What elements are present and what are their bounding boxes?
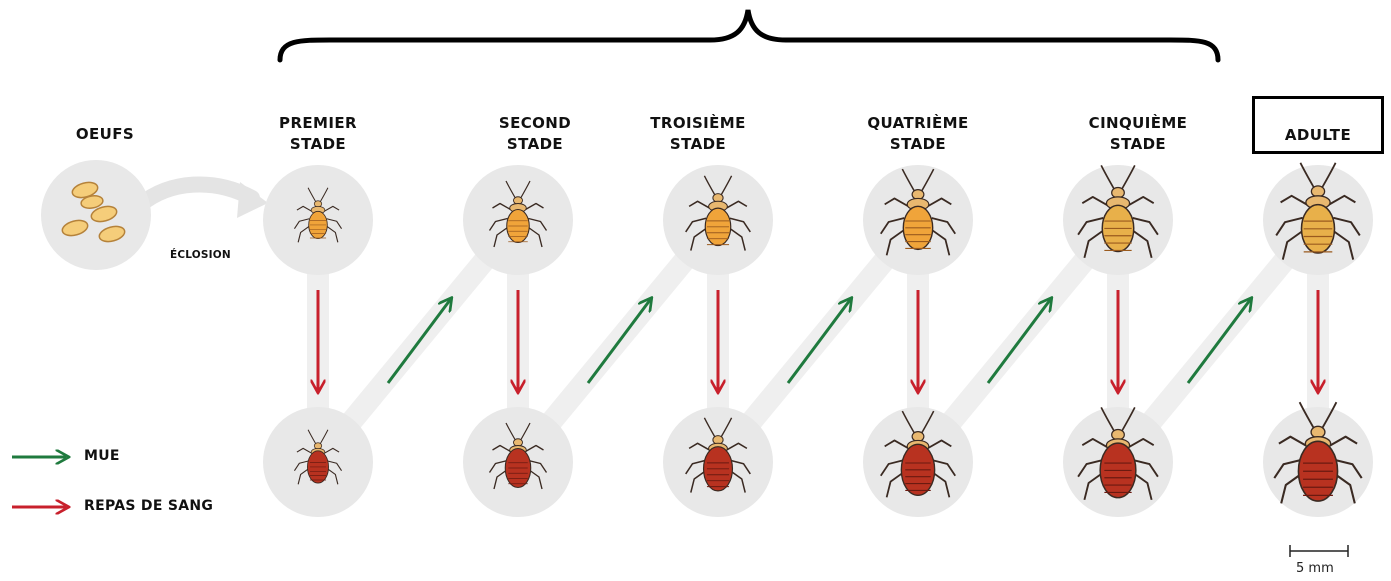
label-adult-text: ADULTE [1284, 126, 1352, 144]
molt-arrow [1186, 300, 1250, 384]
bed-bug-icon [488, 180, 548, 248]
label-stage-1-line1: PREMIER [279, 114, 357, 132]
label-stage-2: SECOND STADE [485, 113, 585, 155]
label-eggs: OEUFS [70, 124, 140, 145]
label-stage-2-line1: SECOND [498, 114, 572, 132]
legend-blood-meal-label: REPAS DE SANG [84, 498, 214, 514]
molt-arrow [386, 300, 450, 384]
fed-bed-bug-icon [1077, 407, 1159, 501]
bracket [277, 9, 1221, 63]
legend-molt-label: MUE [84, 448, 120, 464]
label-stage-4: QUATRIÈME STADE [853, 113, 983, 155]
adult-highlight-box [1252, 96, 1384, 154]
molt-arrow [586, 300, 650, 384]
molt-arrow [786, 300, 850, 384]
scale-bar-label: 5 mm [1296, 561, 1334, 576]
fed-bed-bug-icon [293, 429, 343, 485]
bed-bug-icon [685, 175, 751, 251]
transition-arrows [318, 290, 1318, 390]
fed-bed-bug-icon [880, 410, 956, 498]
label-stage-1: PREMIER STADE [268, 113, 368, 155]
hatching-arrow [132, 176, 268, 218]
label-stage-4-line2: STADE [889, 135, 947, 153]
fed-bed-bug-icon [488, 422, 548, 490]
label-eggs-text: OEUFS [75, 125, 135, 143]
bed-bug-icon [293, 187, 343, 243]
bed-bug-illustrations [293, 162, 1363, 504]
hatching-label: ÉCLOSION [170, 249, 231, 261]
label-adult: ADULTE [1260, 125, 1376, 146]
label-stage-5-line1: CINQUIÈME [1088, 114, 1188, 132]
label-stage-3: TROISIÈME STADE [638, 113, 758, 155]
label-stage-3-line1: TROISIÈME [650, 114, 746, 132]
label-stage-3-line2: STADE [669, 135, 727, 153]
label-stage-5: CINQUIÈME STADE [1078, 113, 1198, 155]
scale-bar [1289, 545, 1349, 557]
eggs-icon [41, 160, 151, 270]
label-stage-2-line2: STADE [506, 135, 564, 153]
bed-bug-icon [1275, 162, 1361, 260]
label-stage-4-line1: QUATRIÈME [867, 114, 969, 132]
label-stage-5-line2: STADE [1109, 135, 1167, 153]
bed-bug-icon [880, 168, 956, 256]
fed-bed-bug-icon [685, 417, 751, 493]
bed-bug-icon [1077, 165, 1159, 259]
label-stage-1-line2: STADE [289, 135, 347, 153]
fed-bed-bug-icon [1273, 401, 1363, 504]
molt-arrow [986, 300, 1050, 384]
